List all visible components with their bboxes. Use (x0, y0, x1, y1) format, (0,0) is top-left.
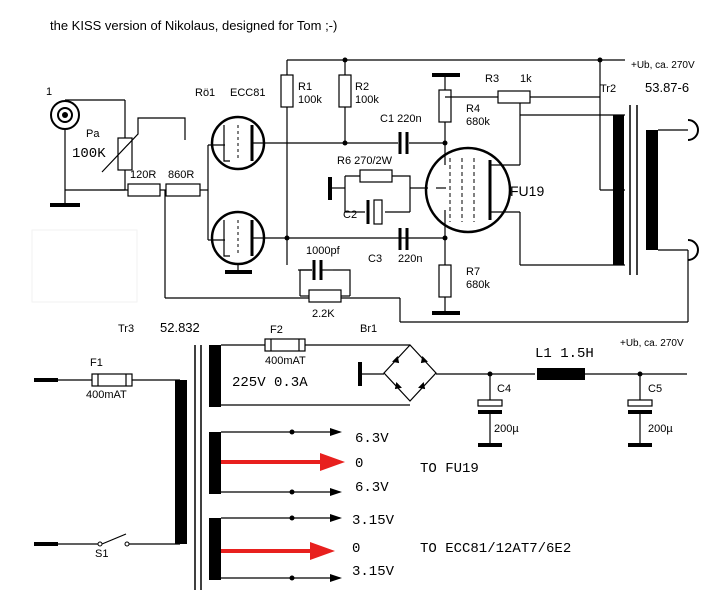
c4-name: C4 (497, 383, 511, 395)
resistor-860r (165, 183, 201, 197)
power-transformer-tr3 (175, 345, 221, 590)
input-number: 1 (46, 86, 52, 98)
r3-name: R3 (485, 73, 499, 85)
r4-value: 680k (466, 116, 490, 128)
schematic-title: the KISS version of Nikolaus, designed f… (50, 18, 337, 33)
tr3-name: Tr3 (118, 323, 134, 335)
supply-top-label: +Ub, ca. 270V (631, 60, 695, 71)
f1-name: F1 (90, 357, 103, 369)
f1-value: 400mAT (86, 389, 127, 401)
tr3-type: 52.832 (160, 320, 200, 335)
c2-label: C2 (343, 209, 357, 221)
r1-name: R1 (298, 81, 312, 93)
l1-label: L1 1.5H (535, 346, 594, 362)
choke-l1 (537, 368, 585, 380)
bridge-label: Br1 (360, 323, 377, 335)
speaker-terminal-lower (687, 239, 699, 261)
capacitor-c5 (627, 399, 653, 414)
r3-value: 1k (520, 73, 532, 85)
capacitor-c4 (477, 399, 503, 414)
w2-b: 3.15V (352, 564, 395, 580)
resistor-r4 (438, 89, 452, 123)
supply-bottom-label: +Ub, ca. 270V (620, 338, 684, 349)
w2-a: 3.15V (352, 513, 395, 529)
capacitor-feedback (312, 260, 323, 280)
tr2-name: Tr2 (600, 83, 616, 95)
tube-fu19 (424, 146, 512, 234)
r7-name: R7 (466, 266, 480, 278)
r1-value: 100k (298, 94, 322, 106)
label-120r: 120R (130, 169, 156, 181)
pot-value: 100K (72, 146, 106, 162)
r6-label: R6 270/2W (337, 155, 393, 167)
w1-a: 6.3V (355, 431, 389, 447)
resistor-feedback (308, 289, 342, 303)
blank-box (31, 229, 138, 303)
c1-label: C1 220n (380, 113, 422, 125)
label-860r: 860R (168, 169, 194, 181)
tr2-type: 53.87-6 (645, 80, 689, 95)
resistor-r6 (359, 169, 393, 183)
secondary-hv-label: 225V 0.3A (232, 375, 308, 391)
tube-type-ecc81: ECC81 (230, 87, 265, 99)
f2-value: 400mAT (265, 355, 306, 367)
r4-name: R4 (466, 103, 480, 115)
resistor-r2 (338, 74, 352, 108)
c3-name: C3 (368, 253, 382, 265)
r7-value: 680k (466, 279, 490, 291)
r2-name: R2 (355, 81, 369, 93)
c-fb-label: 1000pf (306, 245, 341, 257)
capacitor-c2 (366, 199, 383, 225)
input-jack (50, 100, 80, 130)
resistor-120r (127, 183, 161, 197)
pot-name: Pa (86, 128, 100, 140)
w2-target: TO ECC81/12AT7/6E2 (420, 541, 571, 557)
resistor-r1 (280, 74, 294, 108)
tube-ref: Rö1 (195, 87, 215, 99)
switch-s1 (97, 533, 130, 547)
capacitor-c3 (398, 228, 409, 250)
resistor-r3 (497, 90, 531, 104)
switch-label: S1 (95, 548, 108, 560)
w1-target: TO FU19 (420, 461, 479, 477)
f2-name: F2 (270, 324, 283, 336)
c5-value: 200µ (648, 423, 673, 435)
pot-wiper (101, 117, 186, 173)
c5-name: C5 (648, 383, 662, 395)
tube-type-fu19: FU19 (510, 183, 544, 199)
resistor-r7 (438, 264, 452, 298)
c3-value: 220n (398, 253, 422, 265)
w2-c: 0 (352, 541, 360, 557)
r-fb-label: 2.2K (312, 308, 335, 320)
w1-c: 0 (355, 456, 363, 472)
c4-value: 200µ (494, 423, 519, 435)
r2-value: 100k (355, 94, 379, 106)
w1-b: 6.3V (355, 480, 389, 496)
bridge-rectifier-br1 (383, 344, 437, 402)
output-transformer-tr2 (613, 105, 658, 275)
speaker-terminal-upper (687, 119, 699, 141)
capacitor-c1 (398, 132, 409, 154)
